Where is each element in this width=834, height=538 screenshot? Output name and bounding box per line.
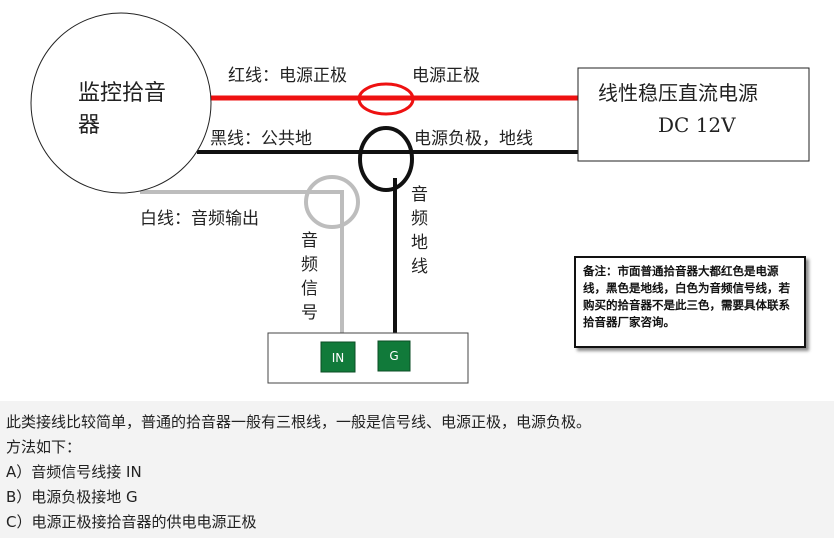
power-supply-box	[577, 67, 810, 162]
power-supply-label-line1: 线性稳压直流电源	[598, 81, 758, 105]
red-wire-right-label: 电源正极	[412, 66, 480, 86]
audio-signal-char-2: 频	[301, 255, 318, 275]
power-supply-label-line2: DC 12V	[658, 113, 736, 137]
red-connection-circle	[357, 82, 415, 116]
red-wire-label: 红线：电源正极	[228, 66, 347, 86]
terminal-in	[320, 341, 356, 373]
white-wire-label: 白线：音频输出	[140, 209, 259, 229]
black-wire-right-label: 电源负极，地线	[414, 129, 533, 149]
description-line-4: B）电源负极接地 G	[6, 488, 138, 506]
audio-ground-char-4: 线	[411, 257, 428, 277]
description-line-1: 此类接线比较简单，普通的拾音器一般有三根线，一般是信号线、电源正极，电源负极。	[6, 413, 592, 431]
description-line-2: 方法如下：	[6, 438, 82, 456]
white-connection-circle	[304, 175, 360, 229]
audio-signal-char-1: 音	[301, 231, 318, 251]
black-connection-circle	[358, 126, 414, 192]
terminal-g	[377, 340, 411, 372]
white-wire	[140, 190, 344, 338]
note-text: 备注：市面普通拾音器大都红色是电源线，黑色是地线，白色为音频信号线，若购买的拾音…	[583, 264, 790, 329]
note-box: 备注：市面普通拾音器大都红色是电源线，黑色是地线，白色为音频信号线，若购买的拾音…	[574, 256, 806, 348]
terminal-block	[267, 332, 469, 384]
microphone-label-line2: 器	[78, 113, 100, 138]
description-line-5: C）电源正极接拾音器的供电电源正极	[6, 513, 257, 531]
microphone-circle	[30, 12, 212, 194]
audio-signal-char-4: 号	[301, 303, 318, 323]
audio-signal-char-3: 信	[301, 279, 318, 299]
terminal-g-label: G	[389, 349, 398, 363]
description-block: 此类接线比较简单，普通的拾音器一般有三根线，一般是信号线、电源正极，电源负极。 …	[0, 401, 834, 538]
audio-ground-char-3: 地	[411, 233, 428, 253]
audio-ground-char-2: 频	[411, 209, 428, 229]
audio-ground-char-1: 音	[411, 185, 428, 205]
terminal-in-label: IN	[332, 351, 345, 365]
description-line-3: A）音频信号线接 IN	[6, 463, 142, 481]
wiring-diagram: 监控拾音 器 线性稳压直流电源 DC 12V 红线：电源正极 电源正极 黑线：公…	[30, 12, 810, 384]
black-wire-label: 黑线：公共地	[210, 129, 312, 149]
microphone-label-line1: 监控拾音	[78, 81, 166, 106]
